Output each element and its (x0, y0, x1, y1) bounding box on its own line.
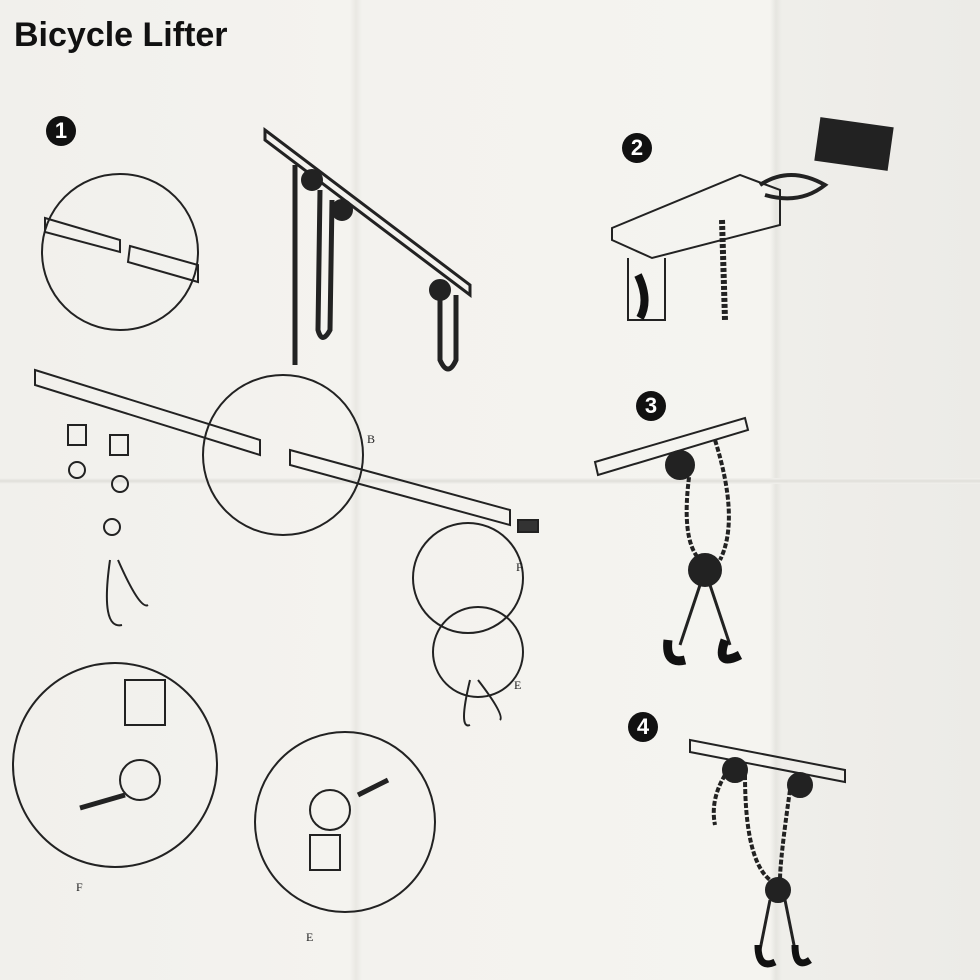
end-cap (517, 519, 539, 533)
rail-section (593, 416, 750, 477)
pulley (722, 757, 748, 783)
rail-piece (44, 216, 121, 254)
detail-circle-b (202, 374, 364, 536)
rope-knot (758, 173, 829, 201)
rope-stopper (814, 117, 894, 171)
rail-piece (126, 244, 199, 284)
rope (719, 219, 728, 321)
hook (463, 679, 502, 727)
rope (711, 773, 792, 882)
hooks (754, 944, 812, 968)
detail-circle-joint (41, 173, 199, 331)
hook-arms (758, 899, 797, 951)
ceiling-rail (263, 126, 472, 299)
label-b: B (367, 432, 376, 446)
bolt (79, 792, 126, 811)
pulley (429, 279, 451, 301)
bracket (109, 434, 129, 456)
bolt (356, 777, 390, 798)
pulley-wheel (103, 518, 121, 536)
pulley (765, 877, 791, 903)
hooks (663, 638, 743, 666)
step-4-badge: 4 (628, 712, 658, 742)
pulley-wheel (111, 475, 129, 493)
detail-circle-f (412, 522, 524, 634)
rail-end-block (611, 173, 781, 260)
step-2-badge: 2 (622, 133, 652, 163)
hook-arms (678, 584, 732, 646)
pulley (331, 199, 353, 221)
pulley-wheel (634, 273, 649, 320)
pulley-housing (627, 258, 666, 321)
pulley (688, 553, 722, 587)
pulley-wheel (309, 789, 351, 831)
detail-circle-e-large (254, 731, 436, 913)
pulley-wheel (68, 461, 86, 479)
rail-section (689, 738, 846, 784)
label-e-large: E (306, 930, 314, 944)
detail-circle-f-large (12, 662, 218, 868)
label-f-large: F (76, 880, 83, 894)
label-e-small: E (514, 678, 522, 692)
rail-left (34, 368, 261, 457)
rope (292, 165, 335, 365)
rail-right (289, 448, 511, 527)
pulley (665, 450, 695, 480)
step-3-badge: 3 (636, 391, 666, 421)
rope (437, 295, 459, 372)
bracket (124, 679, 166, 726)
step-1-badge: 1 (46, 116, 76, 146)
pulley (301, 169, 323, 191)
pulley (787, 772, 813, 798)
bracket (67, 424, 87, 446)
label-f-small: F (516, 560, 523, 574)
hook-bracket (309, 834, 341, 871)
page-title: Bicycle Lifter (14, 16, 228, 54)
pulley-wheel (119, 759, 161, 801)
hook (105, 559, 149, 627)
detail-circle-e (432, 606, 524, 698)
paper-fold (0, 478, 980, 484)
